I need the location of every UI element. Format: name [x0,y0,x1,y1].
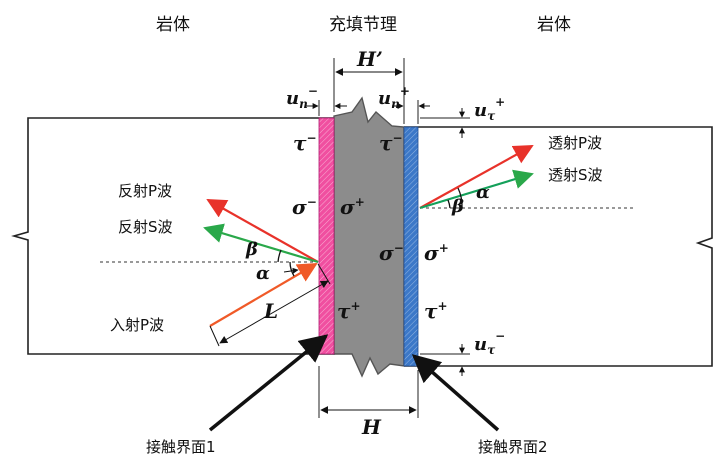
l-label: L [263,299,278,323]
interface-2-label: 接触界面2 [478,438,548,456]
transmitted-p-ray [419,145,534,209]
alpha-arc-left [289,261,295,277]
interface-2-pointer [411,354,500,432]
transmitted-s-label: 透射S波 [548,166,603,184]
interface-1-strip [318,117,335,355]
beta-arc-left [277,249,282,263]
sigma-minus-left: σ− [292,195,317,219]
alpha-left-label: α [256,263,270,284]
rock-right-label: 岩体 [537,15,571,35]
un-minus-label: un− [286,84,318,111]
l-ext-start [209,325,220,347]
reflected-s-ray [203,223,319,264]
interface-1-label: 接触界面1 [146,438,216,456]
tau-minus-left: τ− [293,131,317,155]
transmitted-p-label: 透射P波 [548,134,602,152]
interface-2-strip [403,126,419,367]
un-plus-label: un+ [378,84,410,111]
incident-p-label: 入射P波 [110,316,164,334]
alpha-arc-right [457,187,463,209]
transmitted-s-ray [419,169,534,210]
beta-right-label: β [451,196,464,217]
left-rock-outline [11,117,335,355]
tau-minus-right: τ− [379,131,403,155]
joint-fill-label: 充填节理 [329,15,397,35]
reflected-s-label: 反射S波 [118,218,173,236]
interface-1-pointer [208,334,329,432]
reflected-p-label: 反射P波 [118,182,172,200]
rock-left-label: 岩体 [156,15,190,35]
sigma-plus-mid: σ+ [340,195,365,219]
h-label: H [361,415,382,439]
h-prime-label: H’ [356,47,383,71]
tau-plus-mid: τ+ [337,299,361,323]
sigma-minus-mid: σ− [379,241,404,265]
beta-left-label: β [245,239,258,260]
tau-plus-right: τ+ [424,299,448,323]
alpha-arrow-left [283,267,299,274]
sigma-plus-right: σ+ [424,241,449,265]
right-rock-outline [404,126,713,367]
alpha-right-label: α [476,182,490,203]
reflected-p-ray [206,199,319,263]
utau-plus-label: uτ+ [474,95,505,123]
beta-arc-right [447,199,451,209]
utau-minus-label: uτ− [474,329,505,357]
l-dimension [219,280,329,344]
